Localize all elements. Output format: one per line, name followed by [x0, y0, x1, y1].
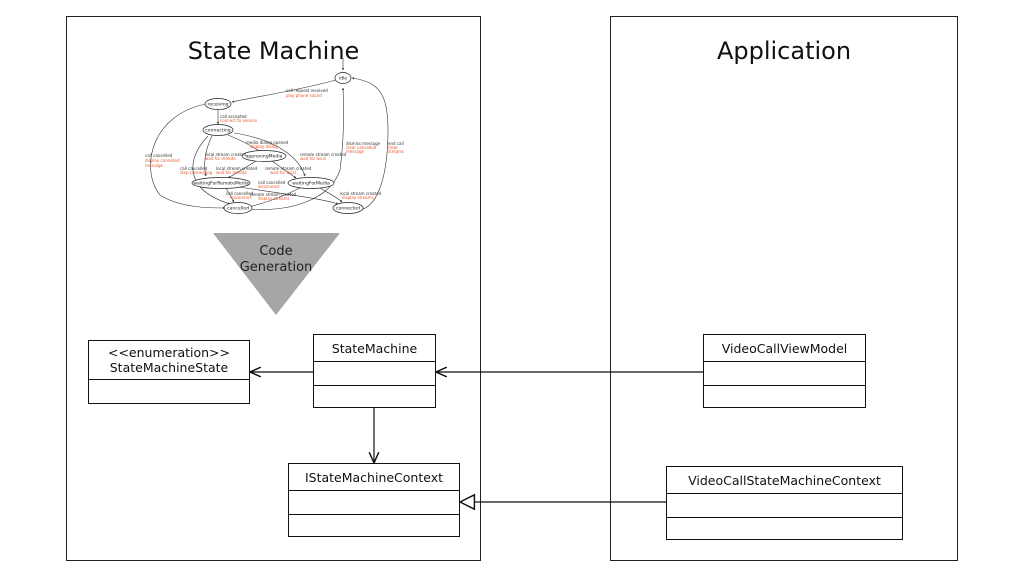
edge-call-cancelled-3 [225, 187, 235, 203]
node-cancelled-label: cancelled [227, 206, 249, 212]
edge-action-remote-stream-2: wait for local [270, 170, 296, 175]
class-video-call-view-model-operations [704, 386, 865, 407]
node-receiving [204, 98, 232, 110]
class-video-call-state-machine-context-name: VideoCallStateMachineContext [688, 472, 881, 488]
class-state-machine-state-name: StateMachineState [109, 360, 229, 375]
class-state-machine-state: <<enumeration>> StateMachineState [88, 340, 250, 404]
class-state-machine: StateMachine [313, 334, 436, 408]
state-diagram-edge-labels: call request received play phone sound c… [145, 88, 404, 201]
node-connecting-label: connecting [205, 128, 230, 134]
class-video-call-view-model-name: VideoCallViewModel [721, 340, 848, 356]
edge-action1-end-call: clear [388, 145, 398, 150]
code-generation-triangle [213, 233, 340, 315]
class-video-call-view-model-attributes [704, 362, 865, 386]
node-connected-label: connected [336, 206, 360, 212]
edge-label-remote-stream-3: remote stream created [250, 192, 297, 197]
edge-label-call-request-received: call request received [286, 88, 328, 93]
class-video-call-state-machine-context-operations [667, 518, 902, 539]
state-machine-panel-title: State Machine [187, 37, 360, 65]
node-waiting-for-remote-media [191, 177, 251, 189]
edge-action2-end-call: streams [388, 149, 404, 154]
node-connecting [202, 124, 234, 136]
edge-action2-dismiss-message: message [346, 149, 365, 154]
node-idle-label: idle [339, 76, 347, 82]
edge-call-request-received [231, 79, 337, 103]
class-istate-machine-context-header: IStateMachineContext [289, 464, 459, 491]
class-video-call-state-machine-context: VideoCallStateMachineContext [666, 466, 903, 540]
edge-label-local-stream-3: local stream created [340, 191, 382, 196]
edge-remote-stream-1 [233, 132, 306, 177]
node-idle [334, 72, 352, 84]
edge-action-remote-stream-1: wait for local [300, 156, 326, 161]
edge-local-stream-3 [319, 187, 343, 203]
class-state-machine-name: StateMachine [331, 340, 418, 356]
edge-action-remote-stream-3: display streams [258, 196, 290, 201]
edge-label-local-stream-1: local stream created [205, 152, 247, 157]
class-state-machine-state-header: <<enumeration>> StateMachineState [89, 341, 249, 380]
edge-dismiss-message [249, 87, 345, 210]
node-cancelled [223, 202, 253, 214]
edge-remote-stream-3 [231, 185, 339, 205]
edge-action-call-request-received: play phone sound [286, 93, 322, 98]
edge-local-stream-2 [227, 160, 257, 179]
edge-action-call-cancelled-4: disconnect [258, 184, 280, 189]
edge-action-local-stream-1: wait for remote [205, 156, 236, 161]
node-waiting-for-media [287, 177, 335, 189]
class-video-call-state-machine-context-attributes [667, 494, 902, 518]
edge-end-call [351, 77, 389, 211]
edge-action-local-stream-3: display streams [342, 195, 374, 200]
edge-label-call-cancelled-2: call cancelled [180, 166, 208, 171]
class-istate-machine-context-operations [289, 515, 459, 536]
state-diagram-edges [150, 58, 389, 211]
code-generation-label: Code Generation [228, 244, 324, 276]
edge-action1-call-cancelled-left: display cancelled [145, 158, 180, 163]
application-panel-title: Application [716, 37, 852, 65]
node-approving-media [241, 150, 287, 162]
edge-action1-dismiss-message: clear cancelled [346, 145, 377, 150]
edge-label-media-dialog-opened: media dialog opened [246, 140, 289, 145]
class-state-machine-operations [314, 386, 435, 407]
edge-local-stream-1 [204, 135, 213, 177]
node-receiving-label: receiving [207, 102, 228, 108]
class-video-call-view-model: VideoCallViewModel [703, 334, 866, 408]
class-istate-machine-context-attributes [289, 491, 459, 515]
edge-action-local-stream-2: wait for remote [216, 170, 247, 175]
class-video-call-view-model-header: VideoCallViewModel [704, 335, 865, 362]
edge-action-media-dialog-opened: display dialog [250, 144, 278, 149]
code-generation-line1: Code [259, 244, 293, 259]
class-state-machine-attributes [314, 362, 435, 386]
class-istate-machine-context-name: IStateMachineContext [304, 469, 444, 485]
edge-action-call-accepted: connect to session [220, 118, 258, 123]
state-diagram-nodes: idle receiving connecting approvingMedia… [191, 72, 364, 214]
class-state-machine-header: StateMachine [314, 335, 435, 362]
edge-label-call-cancelled-4: call cancelled [258, 180, 286, 185]
edge-label-remote-stream-2: remote stream created [265, 166, 312, 171]
node-waiting-for-remote-media-label: waitingForRemoteMedia [193, 181, 249, 187]
node-waiting-for-media-label: waitingForMedia [292, 181, 330, 187]
node-approving-media-label: approvingMedia [246, 154, 283, 160]
edge-action-call-cancelled-3: disconnect [230, 195, 252, 200]
edge-label-dismiss-message: dismiss message [346, 141, 381, 146]
edge-label-call-cancelled-3: call cancelled [226, 191, 254, 196]
node-connected [332, 202, 364, 214]
edge-call-cancelled-left [150, 103, 226, 210]
class-state-machine-state-body [89, 380, 249, 403]
edge-label-local-stream-2: local stream created [216, 166, 258, 171]
edge-label-call-cancelled-left: call cancelled [145, 153, 173, 158]
class-istate-machine-context: IStateMachineContext [288, 463, 460, 537]
class-state-machine-state-stereotype: <<enumeration>> [107, 345, 231, 360]
edge-call-cancelled-2 [192, 135, 231, 205]
edge-label-remote-stream-1: remote stream created [300, 152, 347, 157]
code-generation-line2: Generation [239, 260, 313, 275]
edge-remote-stream-2 [271, 160, 297, 179]
edge-action-call-cancelled-2: stop connecting [180, 170, 213, 175]
edge-label-call-accepted: call accepted [220, 114, 247, 119]
edge-label-end-call: end call [388, 141, 404, 146]
class-video-call-state-machine-context-header: VideoCallStateMachineContext [667, 467, 902, 494]
edge-action2-call-cancelled-left: message [145, 163, 164, 168]
